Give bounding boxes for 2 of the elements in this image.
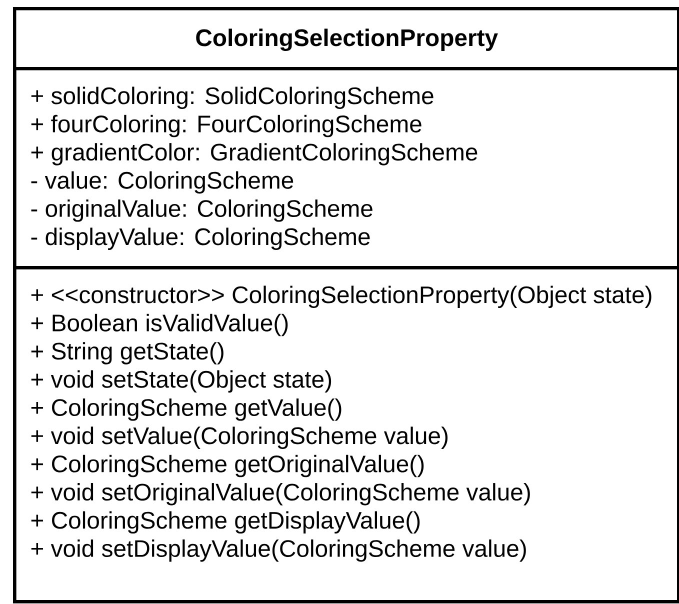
class-compartment: + solidColoring: SolidColoringScheme + fourColoring: FourColoringScheme + gradientColor: GradientColoringScheme - value: ColoringScheme - originalValue: ColoringScheme - displayValue: ColoringScheme [13, 67, 679, 270]
class-compartment: + <<constructor>> ColoringSelectionProperty(Object state) + Boolean isValidValue() + String getState() + void setState(Object state) + ColoringScheme getValue() + void setValue(ColoringScheme value) + ColoringScheme getOriginalValue() + void setOriginalValue(ColoringScheme value) + ColoringScheme getDisplayValue() + void setDisplayValue(ColoringScheme value) [13, 266, 679, 604]
